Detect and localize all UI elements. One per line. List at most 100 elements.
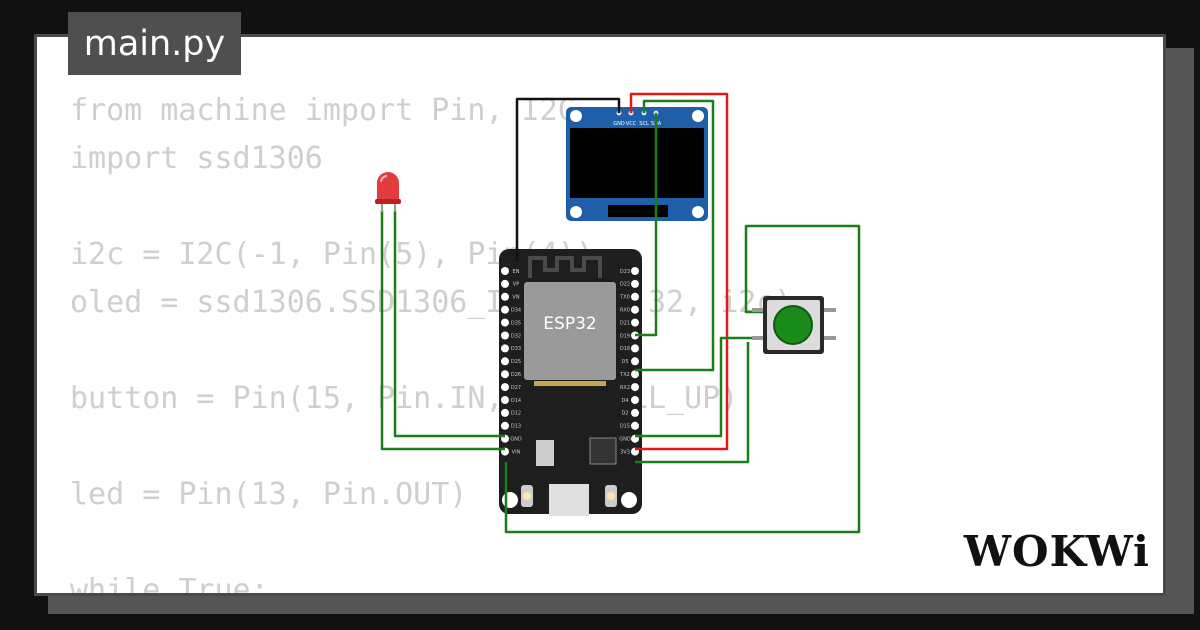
led-body [377, 172, 399, 200]
esp32-pin[interactable] [631, 421, 639, 430]
esp32-pin[interactable] [631, 305, 639, 314]
esp32-pin-label: D33 [511, 346, 521, 352]
file-tab[interactable]: main.py [68, 12, 241, 75]
oled-pin-label: SCL [639, 121, 649, 127]
esp32-pin-label: D32 [511, 333, 521, 339]
esp32-pin-label: D18 [620, 346, 630, 352]
button-leg [824, 336, 836, 340]
led-highlight [380, 175, 388, 183]
esp32-pin-label: D4 [621, 398, 628, 404]
wires [380, 92, 861, 534]
esp32-label: ESP32 [543, 314, 596, 334]
esp32-right-header: D23D22TX0RX0D21D19D18D5TX2RX2D4D2D15GND3… [619, 267, 639, 456]
esp32-pin[interactable] [631, 370, 639, 379]
esp32-left-header: ENVPVND34D35D32D33D25D26D27D14D12D13GNDV… [501, 267, 522, 456]
esp32-pin[interactable] [631, 357, 639, 366]
button-leg [824, 308, 836, 312]
esp32-pin[interactable] [501, 370, 509, 379]
esp32-pin[interactable] [501, 421, 509, 430]
esp32-pin-label: RX2 [620, 385, 630, 391]
esp32-pin-label: VP [513, 282, 519, 288]
button-leg [752, 308, 764, 312]
esp32-pin[interactable] [501, 357, 509, 366]
oled-pin-label: VCC [626, 121, 637, 127]
esp32-pin-label: D5 [621, 359, 628, 365]
esp32-pin[interactable] [501, 331, 509, 340]
antenna-trace [528, 256, 602, 278]
esp32-pin[interactable] [501, 279, 509, 288]
pushbutton[interactable] [752, 296, 836, 354]
wire-led-cathode [380, 210, 505, 451]
red-led[interactable] [375, 172, 401, 212]
wire-sda [635, 113, 658, 337]
voltage-regulator [536, 440, 554, 466]
esp32-pin-label: D15 [620, 424, 630, 430]
esp32-pin[interactable] [501, 383, 509, 392]
oled-pin-label: GND [613, 121, 625, 127]
usb-port [549, 484, 589, 516]
wire-led-anode [393, 210, 505, 438]
esp32-pin-label: D27 [511, 385, 521, 391]
en-button-cap [607, 492, 615, 500]
esp32-pin-label: VN [512, 295, 519, 301]
oled-screen [570, 128, 704, 198]
esp32-pin-label: D14 [511, 398, 521, 404]
esp32-pin[interactable] [501, 318, 509, 327]
wire-vcc-oled [629, 92, 729, 451]
chip-contacts [534, 381, 606, 386]
esp32-pin[interactable] [501, 408, 509, 417]
code-line: led = Pin(13, Pin.OUT) [70, 477, 468, 512]
wire-button-signal [635, 336, 764, 438]
esp32-pin-label: D35 [511, 320, 521, 326]
wokwi-logo: WOKWi [963, 527, 1150, 576]
esp32-pin-label: 3V3 [620, 449, 630, 455]
esp32-pin[interactable] [501, 344, 509, 353]
esp32-pin-label: RX0 [620, 308, 630, 314]
wire-gnd-right [635, 342, 750, 464]
esp32-pin[interactable] [631, 383, 639, 392]
mount-hole [570, 110, 582, 122]
esp32-pin[interactable] [631, 344, 639, 353]
usb-uart-chip [589, 437, 617, 465]
esp32-pin[interactable] [631, 267, 639, 275]
mount-hole [502, 492, 518, 508]
boot-button-cap [523, 492, 531, 500]
esp32-pin[interactable] [631, 318, 639, 327]
esp32-pin-label: D13 [511, 424, 521, 430]
led-rim [375, 199, 401, 204]
esp32-pin-label: D22 [620, 282, 630, 288]
code-line: while True: [70, 573, 269, 596]
esp32-pin-label: D23 [620, 269, 630, 275]
wire-button-gnd [504, 224, 861, 534]
oled-ribbon [608, 205, 668, 217]
esp32-pin[interactable] [501, 267, 509, 275]
mount-hole [621, 492, 637, 508]
esp32-pin-label: TX2 [619, 372, 630, 378]
mount-hole [692, 110, 704, 122]
esp32-pin-label: D2 [621, 411, 628, 417]
esp32-pin-label: GND [510, 437, 522, 443]
esp32-pin-label: GND [619, 437, 631, 443]
esp32-pin[interactable] [501, 305, 509, 314]
esp32-board[interactable]: ESP32 ENVPVND34D35D32D33D25D26D27D14D12D… [499, 249, 642, 516]
esp32-pin[interactable] [501, 396, 509, 404]
esp32-pin-label: D34 [511, 308, 521, 314]
esp32-pin-label: D25 [511, 359, 521, 365]
esp32-pin[interactable] [631, 279, 639, 288]
esp32-pin[interactable] [501, 292, 509, 301]
mount-hole [692, 206, 704, 218]
esp32-pin-label: EN [513, 269, 520, 275]
esp32-pin-label: TX0 [619, 295, 630, 301]
esp32-pin-label: D21 [620, 320, 630, 326]
esp32-pin[interactable] [631, 408, 639, 417]
esp32-pin[interactable] [631, 396, 639, 404]
esp32-pin[interactable] [631, 292, 639, 301]
oled-display[interactable]: GND VCC SCL SDA [566, 107, 708, 221]
code-line: import ssd1306 [70, 141, 323, 176]
button-cap[interactable] [773, 305, 813, 345]
button-leg [752, 336, 764, 340]
wire-scl [635, 99, 715, 372]
wire-gnd-oled [515, 97, 621, 262]
